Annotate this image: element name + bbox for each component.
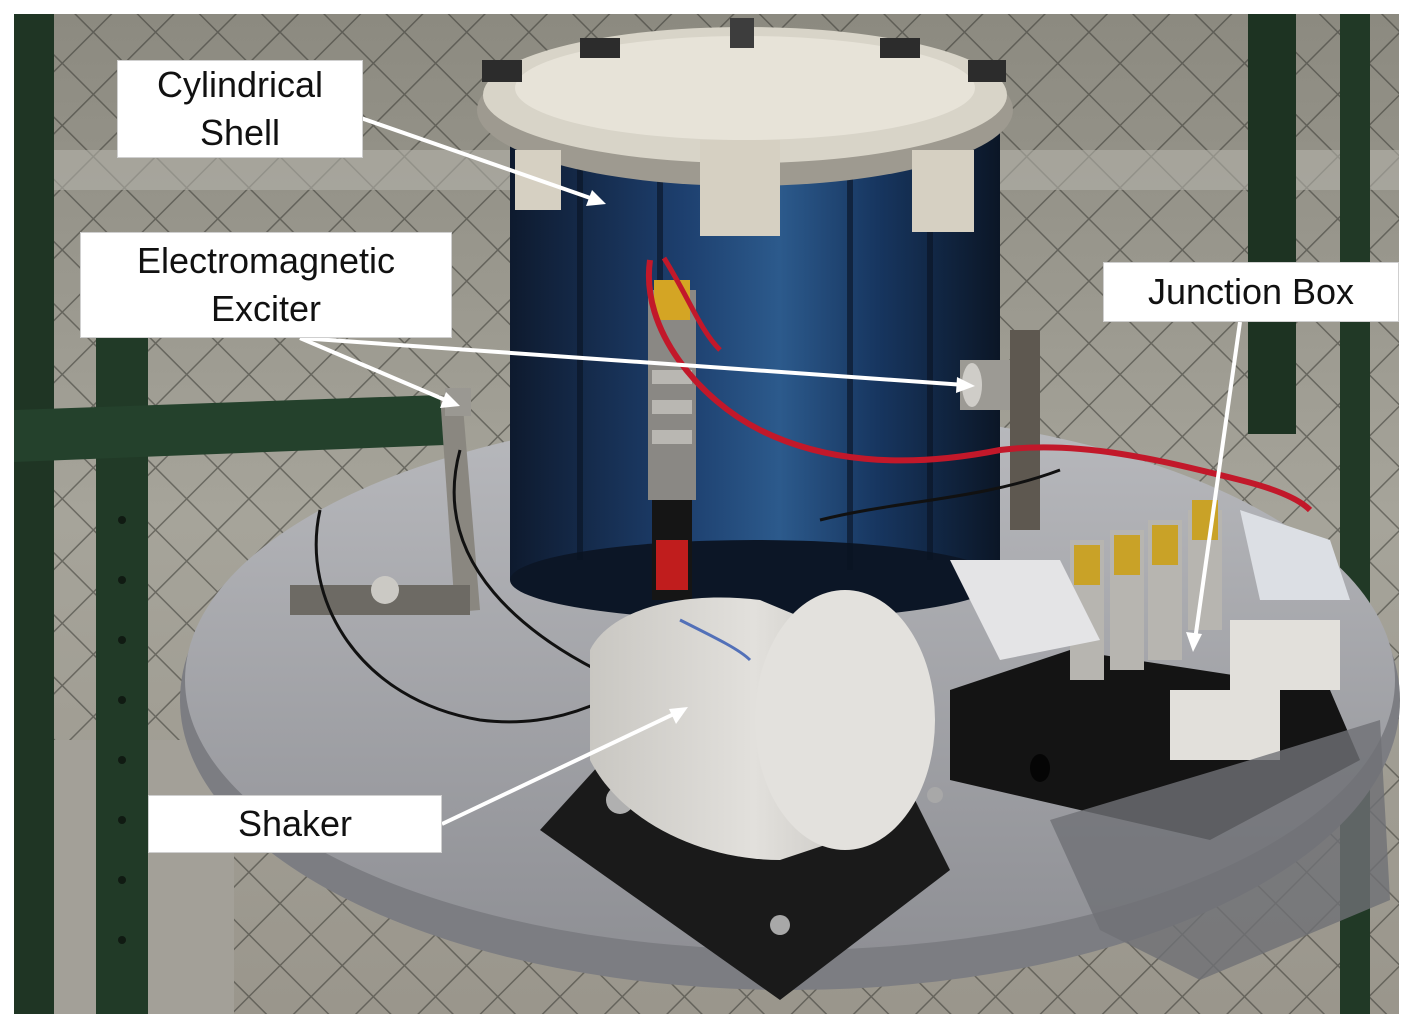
label-junction-box-text: Junction Box bbox=[1147, 271, 1355, 312]
label-electromagnetic-exciter-line1: Electromagnetic bbox=[136, 240, 396, 281]
label-cylindrical-shell-line1: Cylindrical bbox=[156, 64, 324, 105]
label-shaker-text: Shaker bbox=[237, 803, 353, 844]
label-cylindrical-shell-line2: Shell bbox=[199, 112, 281, 153]
label-cylindrical-shell: Cylindrical Shell bbox=[117, 60, 363, 158]
label-electromagnetic-exciter: Electromagnetic Exciter bbox=[80, 232, 452, 338]
label-junction-box: Junction Box bbox=[1103, 262, 1399, 322]
label-shaker: Shaker bbox=[148, 795, 442, 853]
label-electromagnetic-exciter-line2: Exciter bbox=[210, 288, 322, 329]
